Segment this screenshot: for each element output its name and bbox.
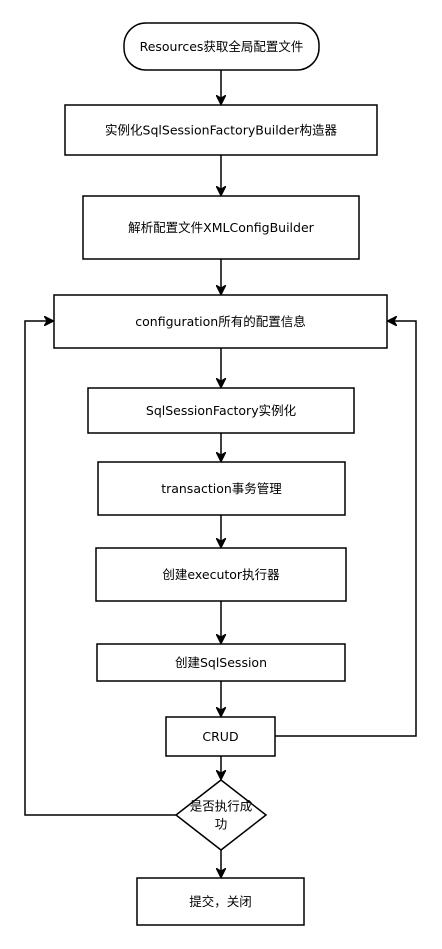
node-commit: 提交，关闭 — [136, 877, 305, 926]
arrow-crud-back-to-configuration — [275, 321, 417, 737]
node-builder: 实例化SqlSessionFactoryBuilder构造器 — [64, 104, 378, 156]
node-transaction: transaction事务管理 — [97, 461, 346, 516]
node-configuration-label: configuration所有的配置信息 — [135, 314, 305, 329]
node-session: 创建SqlSession — [96, 643, 346, 682]
node-parse: 解析配置文件XMLConfigBuilder — [82, 195, 360, 260]
node-crud-label: CRUD — [202, 729, 238, 744]
node-factory-label: SqlSessionFactory实例化 — [146, 403, 297, 418]
node-transaction-label: transaction事务管理 — [161, 481, 282, 496]
node-crud: CRUD — [165, 716, 276, 757]
node-resources: Resources获取全局配置文件 — [123, 22, 320, 71]
node-builder-label: 实例化SqlSessionFactoryBuilder构造器 — [105, 123, 337, 138]
node-session-label: 创建SqlSession — [175, 655, 267, 670]
node-configuration: configuration所有的配置信息 — [53, 294, 388, 349]
arrow-decision-back-to-configuration — [24, 321, 176, 816]
node-factory: SqlSessionFactory实例化 — [87, 387, 355, 434]
node-executor: 创建executor执行器 — [95, 547, 347, 602]
node-resources-label: Resources获取全局配置文件 — [140, 39, 304, 54]
node-decision-label-line2: 功 — [215, 817, 228, 832]
node-decision: 是否执行成 功 — [174, 779, 268, 851]
node-commit-label: 提交，关闭 — [189, 894, 252, 909]
node-executor-label: 创建executor执行器 — [162, 567, 280, 582]
node-parse-label: 解析配置文件XMLConfigBuilder — [128, 220, 314, 235]
node-decision-label-line1: 是否执行成 — [190, 799, 253, 814]
